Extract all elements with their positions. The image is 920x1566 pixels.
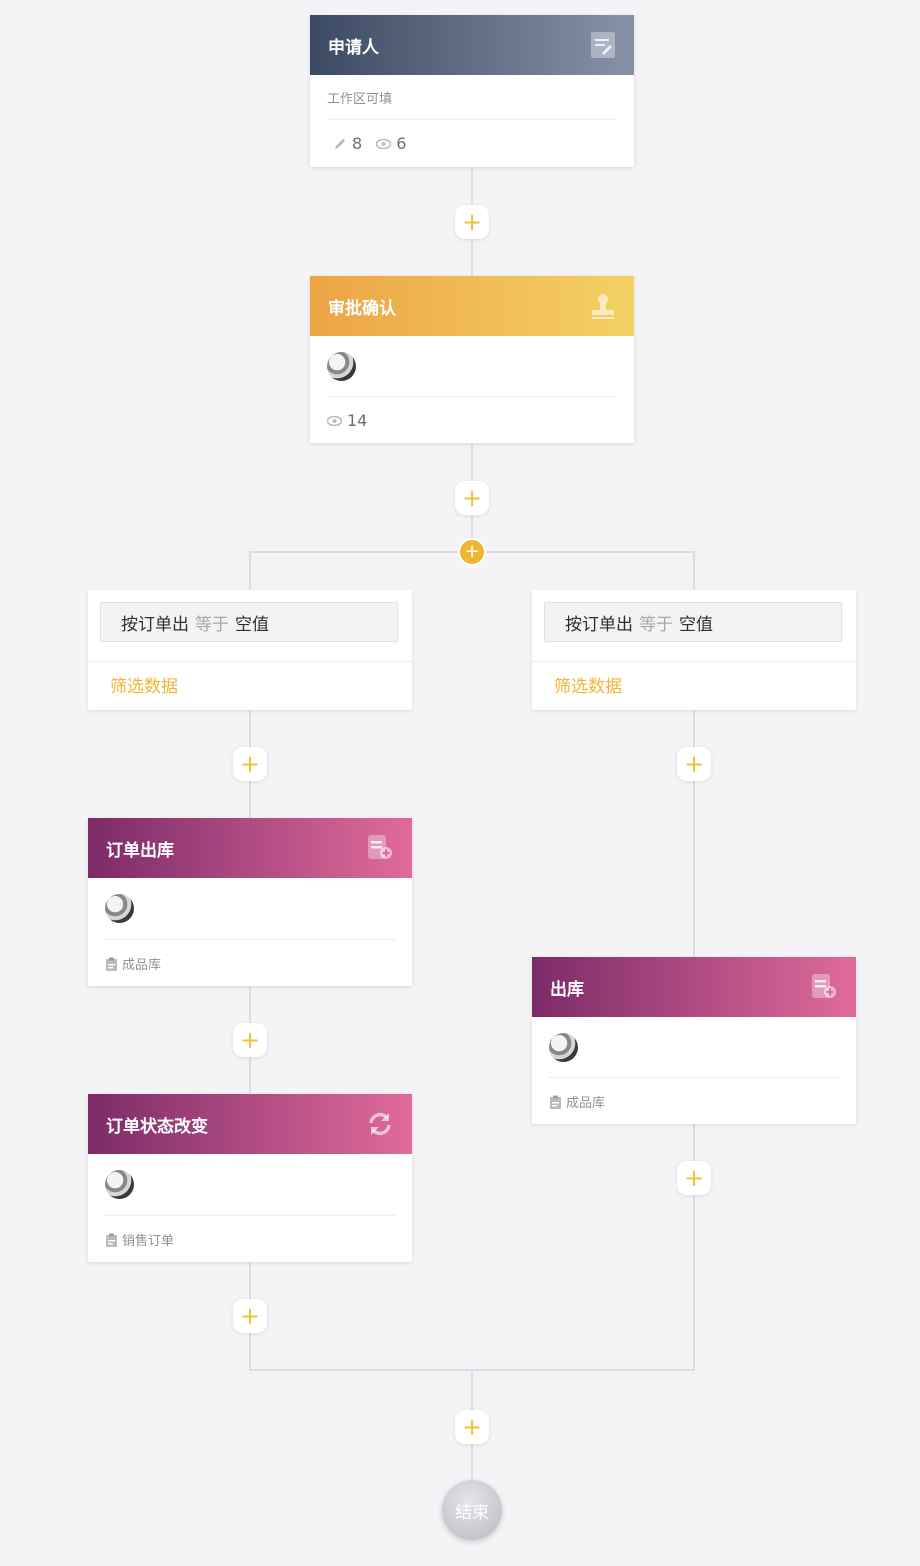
- divider: [105, 939, 395, 940]
- connector: [249, 551, 251, 591]
- connector: [693, 551, 695, 591]
- eye-icon: [327, 415, 342, 426]
- filter-data-link[interactable]: 筛选数据: [110, 677, 178, 697]
- pencil-icon: [335, 138, 345, 149]
- end-node[interactable]: 结束: [442, 1480, 502, 1540]
- outbound-node[interactable]: 出库 成品库: [532, 957, 856, 1124]
- order-status-header: 订单状态改变: [88, 1094, 412, 1154]
- outbound-header: 出库: [532, 957, 856, 1017]
- condition-expression[interactable]: 按订单出 等于 空值: [100, 602, 398, 642]
- target-table: 成品库: [105, 940, 395, 986]
- connector: [693, 710, 695, 957]
- connector: [693, 1124, 695, 1370]
- clipboard-icon: [550, 1095, 561, 1109]
- node-title: 订单状态改变: [106, 1116, 208, 1137]
- avatar[interactable]: [549, 1032, 578, 1062]
- node-title: 订单出库: [106, 840, 174, 861]
- avatar[interactable]: [105, 1170, 134, 1199]
- stamp-icon: [592, 294, 614, 319]
- order-outbound-header: 订单出库: [88, 818, 412, 878]
- approval-node[interactable]: 审批确认 14: [310, 276, 634, 443]
- node-subtitle: 工作区可填: [327, 91, 393, 107]
- node-title: 审批确认: [328, 298, 396, 319]
- clipboard-icon: [106, 957, 117, 971]
- approval-node-header: 审批确认: [310, 276, 634, 336]
- condition-expression[interactable]: 按订单出 等于 空值: [544, 602, 842, 642]
- add-node-button[interactable]: +: [455, 205, 489, 239]
- condition-value: 空值: [679, 614, 713, 635]
- divider: [532, 661, 856, 662]
- order-outbound-node[interactable]: 订单出库 成品库: [88, 818, 412, 986]
- condition-value: 空值: [235, 614, 269, 635]
- divider: [549, 1077, 839, 1078]
- view-count: 6: [376, 134, 406, 153]
- add-node-button[interactable]: +: [233, 747, 267, 781]
- form-add-icon: [812, 974, 836, 998]
- target-table: 销售订单: [105, 1216, 395, 1262]
- add-node-button[interactable]: +: [455, 1410, 489, 1444]
- target-table: 成品库: [549, 1078, 839, 1124]
- divider: [105, 1215, 395, 1216]
- order-status-node[interactable]: 订单状态改变 销售订单: [88, 1094, 412, 1262]
- add-node-button[interactable]: +: [455, 481, 489, 515]
- form-edit-icon: [591, 32, 615, 58]
- condition-operator: 等于: [639, 614, 673, 635]
- filter-data-link[interactable]: 筛选数据: [554, 677, 622, 697]
- view-count: 14: [327, 411, 367, 430]
- avatar[interactable]: [105, 894, 134, 923]
- edit-count: 8: [333, 134, 362, 153]
- avatar[interactable]: [327, 351, 356, 381]
- eye-icon: [376, 138, 392, 149]
- divider: [88, 661, 412, 662]
- applicant-node[interactable]: 申请人 工作区可填 8 6: [310, 15, 634, 167]
- form-add-icon: [368, 835, 392, 859]
- add-node-button[interactable]: +: [677, 747, 711, 781]
- add-node-button[interactable]: +: [677, 1161, 711, 1195]
- clipboard-icon: [106, 1233, 117, 1247]
- add-node-button[interactable]: +: [233, 1023, 267, 1057]
- divider: [327, 119, 617, 120]
- add-branch-button[interactable]: +: [460, 540, 484, 564]
- condition-field: 按订单出: [565, 614, 633, 635]
- node-title: 申请人: [328, 37, 379, 58]
- node-title: 出库: [550, 979, 584, 1000]
- condition-operator: 等于: [195, 614, 229, 635]
- applicant-node-header: 申请人: [310, 15, 634, 75]
- branch-condition-right[interactable]: 按订单出 等于 空值 筛选数据: [532, 590, 856, 710]
- add-node-button[interactable]: +: [233, 1299, 267, 1333]
- divider: [327, 396, 617, 397]
- condition-field: 按订单出: [121, 614, 189, 635]
- branch-condition-left[interactable]: 按订单出 等于 空值 筛选数据: [88, 590, 412, 710]
- refresh-icon: [369, 1112, 391, 1136]
